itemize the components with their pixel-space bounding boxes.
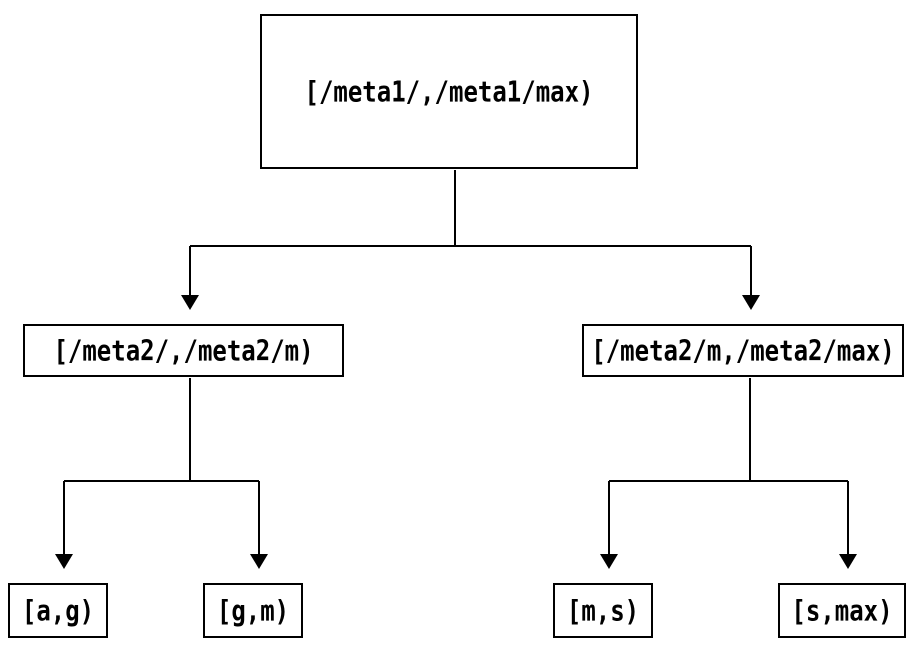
edge-line	[189, 170, 752, 295]
arrow-down-icon	[839, 554, 857, 569]
node-root-range: [/meta1/,/meta1/max)	[260, 14, 638, 169]
node-label: [/meta2/,/meta2/m)	[53, 333, 314, 368]
arrow-down-icon	[181, 295, 199, 310]
node-leaf-s-max: [s,max)	[778, 583, 906, 638]
edge-left-subtree	[55, 378, 268, 569]
edge-root-to-level2	[181, 170, 760, 310]
node-meta2-left-range: [/meta2/,/meta2/m)	[23, 324, 344, 377]
arrow-down-icon	[600, 554, 618, 569]
node-leaf-g-m: [g,m)	[203, 583, 303, 638]
arrow-down-icon	[742, 295, 760, 310]
arrow-down-icon	[250, 554, 268, 569]
edge-right-subtree	[600, 378, 857, 569]
node-label: [/meta2/m,/meta2/max)	[591, 333, 895, 368]
arrow-down-icon	[55, 554, 73, 569]
node-meta2-right-range: [/meta2/m,/meta2/max)	[582, 324, 904, 377]
node-label: [/meta1/,/meta1/max)	[304, 74, 594, 109]
node-label: [a,g)	[21, 593, 95, 628]
node-label: [g,m)	[216, 593, 290, 628]
edge-line	[63, 378, 260, 554]
node-leaf-a-g: [a,g)	[8, 583, 108, 638]
node-label: [m,s)	[566, 593, 640, 628]
node-leaf-m-s: [m,s)	[553, 583, 653, 638]
node-label: [s,max)	[791, 593, 893, 628]
edge-line	[608, 378, 849, 554]
